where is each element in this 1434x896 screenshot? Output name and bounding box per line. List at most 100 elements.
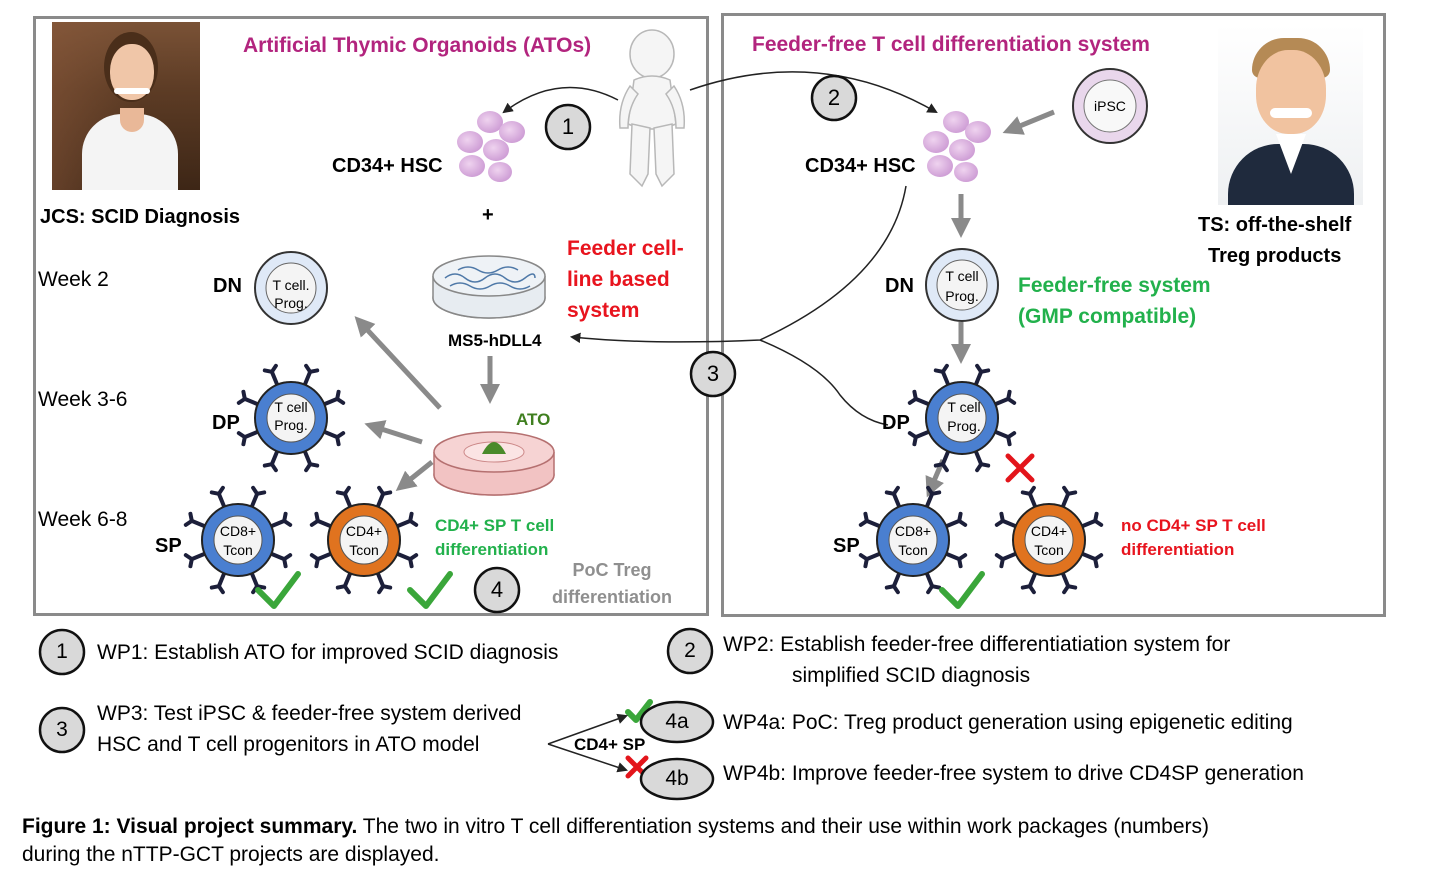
legend-2-circle xyxy=(666,627,714,675)
ipsc-cell xyxy=(1072,68,1148,144)
dp-cell-right xyxy=(907,363,1017,473)
receptor-tip xyxy=(209,490,221,496)
cross-icon xyxy=(1005,453,1035,483)
dp-label-right: DP xyxy=(882,412,910,434)
left-panel-title: Artificial Thymic Organoids (ATOs) xyxy=(243,34,592,57)
marker-3: 3 xyxy=(706,361,720,386)
receptor-tip xyxy=(236,396,247,405)
receptor-tip xyxy=(912,435,918,447)
legend-2-num: 2 xyxy=(684,639,696,662)
receptor-tip xyxy=(282,553,293,562)
receptor-tip xyxy=(335,431,346,440)
dn-cell-left-text: T cell.Prog. xyxy=(272,277,310,311)
check-icon xyxy=(407,571,453,609)
marker-2-circle xyxy=(810,74,858,122)
legend-4b-circle xyxy=(639,757,715,801)
hsc-label-left: CD34+ HSC xyxy=(332,155,443,177)
receptor-tip xyxy=(1066,584,1078,590)
legend-4a-num: 4a xyxy=(665,710,689,733)
check-icon xyxy=(625,699,653,723)
legend-1-num: 1 xyxy=(56,640,68,663)
legend-4b-num: 4b xyxy=(665,767,689,790)
receptor-tip xyxy=(1093,511,1099,523)
receptor-tip xyxy=(1020,490,1032,496)
cell-nucleus xyxy=(937,393,987,443)
receptor-tip xyxy=(975,363,984,374)
legend-wp3-line2: HSC and T cell progenitors in ATO model xyxy=(97,733,480,756)
receptor-tip xyxy=(183,518,194,527)
receptor-tip xyxy=(858,518,869,527)
receptor-tip xyxy=(957,553,968,562)
cd8-cell-right xyxy=(858,485,968,595)
dn-cell-left xyxy=(254,251,328,325)
marker-4: 4 xyxy=(490,577,504,602)
ato-label: ATO xyxy=(516,410,551,429)
hsc-label-right: CD34+ HSC xyxy=(805,155,916,177)
marker-3-circle xyxy=(689,350,737,398)
ts-label: TS: off-the-shelf Treg products xyxy=(1198,214,1352,267)
receptor-tip xyxy=(251,485,260,496)
cd4-cell-left xyxy=(309,485,419,595)
receptor-tip xyxy=(1093,553,1104,562)
receptor-tip xyxy=(926,485,935,496)
right-panel-title: Feeder-free T cell differentiation syste… xyxy=(752,33,1150,56)
receptor-tip xyxy=(863,557,869,569)
receptor-tip xyxy=(377,485,386,496)
photo-ts xyxy=(1218,24,1363,205)
dn-cell-right xyxy=(925,248,999,322)
receptor-tip xyxy=(933,368,945,374)
feeder-label: Feeder cell- line based system xyxy=(567,237,684,322)
receptor-tip xyxy=(891,584,900,595)
no-cd4-label: no CD4+ SP T cell differentiation xyxy=(1121,516,1266,559)
receptor-tip xyxy=(188,557,194,569)
receptor-tip xyxy=(255,584,267,590)
dp-label-left: DP xyxy=(212,412,240,434)
hsc-cluster-left xyxy=(457,111,525,182)
check-icon xyxy=(939,571,985,609)
jcs-label: JCS: SCID Diagnosis xyxy=(40,206,241,228)
legend-1-circle xyxy=(38,628,86,676)
left-panel xyxy=(33,16,709,616)
receptor-tip xyxy=(381,584,393,590)
receptor-tip xyxy=(979,462,991,468)
receptor-tip xyxy=(994,518,1005,527)
receptor-tip xyxy=(884,490,896,496)
marker-4-circle xyxy=(473,566,521,614)
receptor-tip xyxy=(335,490,347,496)
receptor-tip xyxy=(940,462,949,473)
legend-wp2-line1: WP2: Establish feeder-free differentiati… xyxy=(723,633,1231,656)
legend-branch-label: CD4+ SP xyxy=(574,735,646,754)
cd4-cell-left-text: CD4+Tcon xyxy=(345,523,383,558)
legend-3-circle xyxy=(38,706,86,754)
legend-wp3-line1: WP3: Test iPSC & feeder-free system deri… xyxy=(97,702,522,725)
receptor-tip xyxy=(309,518,320,527)
dp-cell-left xyxy=(236,363,346,473)
cell-nucleus xyxy=(266,393,316,443)
marker-2: 2 xyxy=(827,85,841,110)
marker-1-circle xyxy=(544,103,592,151)
figure-caption: Figure 1: Visual project summary. The tw… xyxy=(22,815,1210,866)
receptor-tip xyxy=(262,368,274,374)
sp-label-left: SP xyxy=(155,535,182,557)
receptor-tip xyxy=(335,389,341,401)
cell-nucleus xyxy=(213,515,263,565)
poc-treg-label: PoC Treg differentiation xyxy=(552,560,672,607)
ipsc-label: iPSC xyxy=(1094,98,1126,114)
receptor-tip xyxy=(216,584,225,595)
cd8-cell-left-text: CD8+Tcon xyxy=(219,523,257,558)
receptor-tip xyxy=(1062,485,1071,496)
legend-wp2-line2: simplified SCID diagnosis xyxy=(792,664,1031,687)
cd4-diff-label: CD4+ SP T cell differentiation xyxy=(435,516,555,559)
check-icon xyxy=(255,571,301,609)
right-panel xyxy=(721,13,1386,617)
ms5-label: MS5-hDLL4 xyxy=(448,331,542,350)
cell-nucleus xyxy=(1024,515,1074,565)
cell-nucleus xyxy=(339,515,389,565)
cd8-cell-right-text: CD8+Tcon xyxy=(894,523,932,558)
cell-nucleus xyxy=(888,515,938,565)
legend-3-num: 3 xyxy=(56,718,68,741)
legend-4a-circle xyxy=(639,700,715,744)
